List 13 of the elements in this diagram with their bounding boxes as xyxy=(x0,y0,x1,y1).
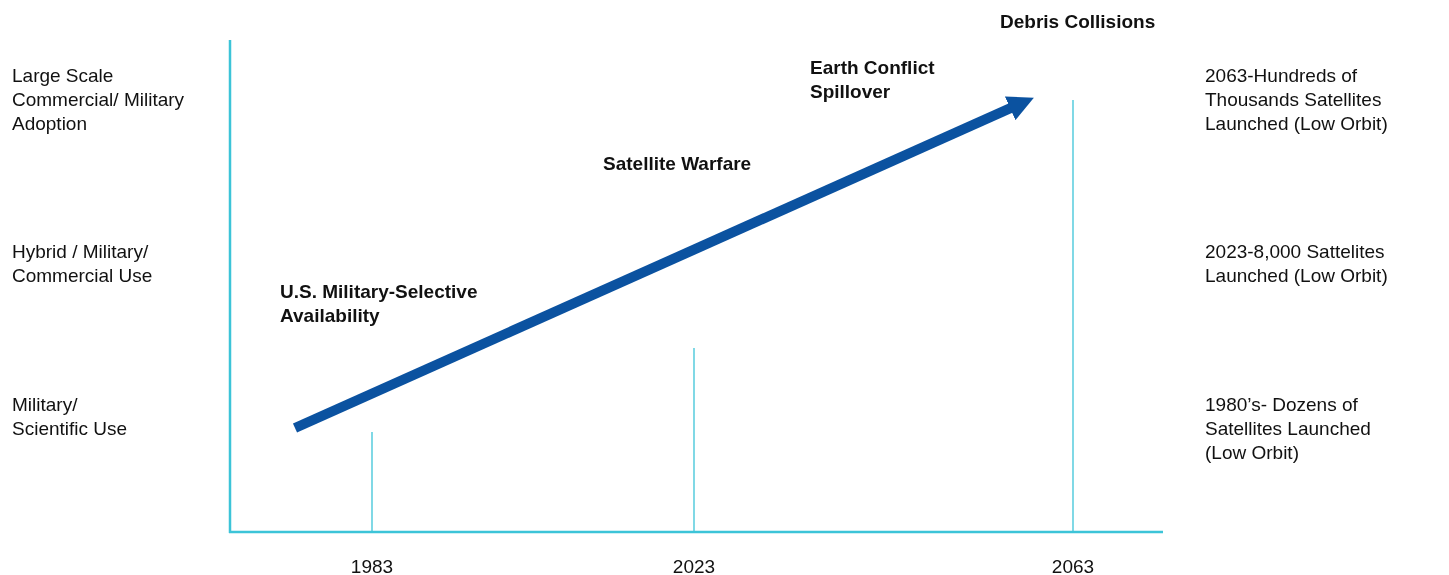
axis-level-label: Large Scale Commercial/ Military Adoption xyxy=(12,64,186,136)
milestone-label: 1980’s- Dozens of Satellites Launched (Low Orbit) xyxy=(1205,393,1372,465)
milestone-label: 2063-Hundreds of Thousands Satellites Launched (Low Orbit) xyxy=(1205,64,1389,136)
milestone-label: 2023-8,000 Sattelites Launched (Low Orbit) xyxy=(1205,240,1389,288)
annotation-label: Satellite Warfare xyxy=(603,152,753,176)
annotation-label: Earth Conflict Spillover xyxy=(810,56,936,104)
axis-level-label: Military/ Scientific Use xyxy=(12,393,129,441)
annotation-label: Debris Collisions xyxy=(1000,10,1157,34)
year-label: 2063 xyxy=(1050,555,1096,575)
year-label: 2023 xyxy=(671,555,717,575)
year-label: 1983 xyxy=(349,555,395,575)
axis-level-label: Hybrid / Military/ Commercial Use xyxy=(12,240,154,288)
annotation-label: U.S. Military-Selective Availability xyxy=(280,280,479,328)
